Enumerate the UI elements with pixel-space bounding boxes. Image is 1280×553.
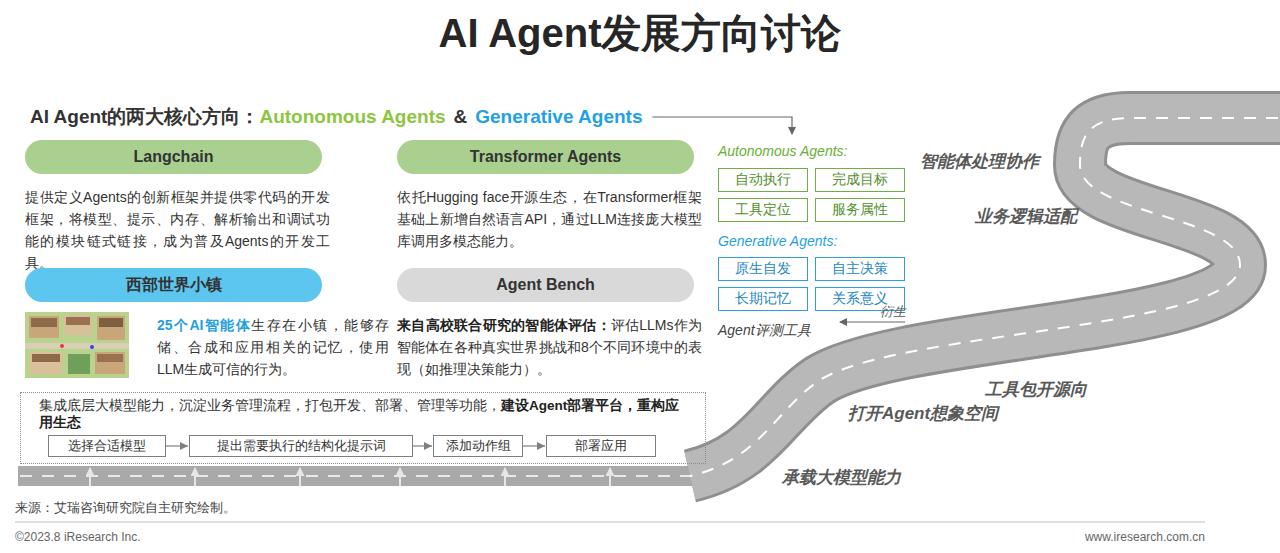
subtitle-part: Generative Agents	[475, 106, 642, 127]
node-heading: Transformer Agents	[470, 148, 621, 166]
framework-pill: Transformer Agents依托Hugging face开源生态，在Tr…	[397, 140, 694, 174]
road-label: 智能体处理协作	[920, 150, 1039, 173]
platform-box: 选择合适模型 提出需要执行的结构化提示词 添加动作组 部署应用 集成底层大模型能力，沉淀…	[20, 392, 706, 464]
trait-tag: 长期记忆	[718, 287, 808, 311]
source-note: 来源：艾瑞咨询研究院自主研究绘制。	[15, 499, 236, 517]
node-heading: 部署应用	[575, 437, 627, 455]
framework-pill: Langchain提供定义Agents的创新框架并提供零代码的开发框架，将模型、…	[25, 140, 322, 174]
node-heading: 长期记忆	[735, 290, 791, 308]
arrow-label: 衍生	[880, 303, 906, 321]
flow-arrow	[166, 445, 188, 446]
copyright: ©2023.8 iResearch Inc.	[15, 530, 141, 544]
node-heading: 服务属性	[832, 201, 888, 219]
node-heading: 关系意义	[832, 290, 888, 308]
process-step: 添加动作组	[433, 435, 523, 457]
subtitle-part: Autonomous Agents	[259, 106, 445, 127]
road-illustration	[18, 118, 1280, 486]
town-picture	[25, 312, 129, 378]
case-pill: 西部世界小镇25个AI智能体生存在小镇，能够存储、合成和应用相关的记忆，使用LL…	[25, 268, 322, 302]
note-label: Agent评测工具	[718, 322, 811, 340]
group-heading: Autonomous Agents:	[718, 143, 847, 159]
node-text: 依托Hugging face开源生态，在Transformer框架基础上新增自然…	[397, 189, 702, 249]
trait-tag: 原生自发	[718, 257, 808, 281]
process-step: 选择合适模型	[48, 435, 166, 457]
process-step: 部署应用	[546, 435, 656, 457]
process-step: 提出需要执行的结构化提示词	[189, 435, 413, 457]
group-heading: Generative Agents:	[718, 233, 837, 249]
subtitle-part: AI Agent的两大核心方向：	[30, 106, 259, 127]
node-heading: 自动执行	[735, 171, 791, 189]
trait-tag: 完成目标	[815, 168, 905, 192]
case-pill: Agent Bench来自高校联合研究的智能体评估：评估LLMs作为智能体在各种…	[397, 268, 694, 302]
node-heading: 选择合适模型	[68, 437, 146, 455]
up-arrows	[90, 468, 610, 486]
road-label: 打开Agent想象空间	[848, 402, 998, 425]
node-heading: 完成目标	[832, 171, 888, 189]
website: www.iresearch.com.cn	[1085, 530, 1205, 544]
trait-tag: 自主决策	[815, 257, 905, 281]
page-title: AI Agent发展方向讨论	[0, 6, 1280, 61]
node-heading: Langchain	[133, 148, 213, 166]
derive-arrow	[840, 321, 905, 322]
node-heading: 自主决策	[832, 260, 888, 278]
flow-arrow	[413, 445, 432, 446]
node-text: 提供定义Agents的创新框架并提供零代码的开发框架，将模型、提示、内存、解析输…	[25, 189, 330, 271]
node-heading: 添加动作组	[446, 437, 511, 455]
node-text: 来自高校联合研究的智能体评估：	[397, 317, 611, 333]
node-heading: 提出需要执行的结构化提示词	[217, 437, 386, 455]
footer-rule	[15, 522, 1205, 523]
node-text: 集成底层大模型能力，沉淀业务管理流程，打包开发、部署、管理等功能，	[39, 398, 501, 413]
road-label: 承载大模型能力	[782, 466, 901, 489]
node-heading: 西部世界小镇	[126, 275, 222, 296]
subtitle-part: &	[454, 106, 468, 127]
trait-tag: 工具定位	[718, 198, 808, 222]
node-heading: 原生自发	[735, 260, 791, 278]
pointer-arrow	[652, 117, 792, 134]
node-text: 25个AI智能体	[157, 317, 251, 333]
trait-tag: 服务属性	[815, 198, 905, 222]
trait-tag: 自动执行	[718, 168, 808, 192]
road-label: 工具包开源向	[985, 378, 1087, 401]
node-heading: 工具定位	[735, 201, 791, 219]
flow-arrow	[523, 445, 545, 446]
node-heading: Agent Bench	[496, 276, 595, 294]
road-label: 业务逻辑适配	[975, 205, 1077, 228]
